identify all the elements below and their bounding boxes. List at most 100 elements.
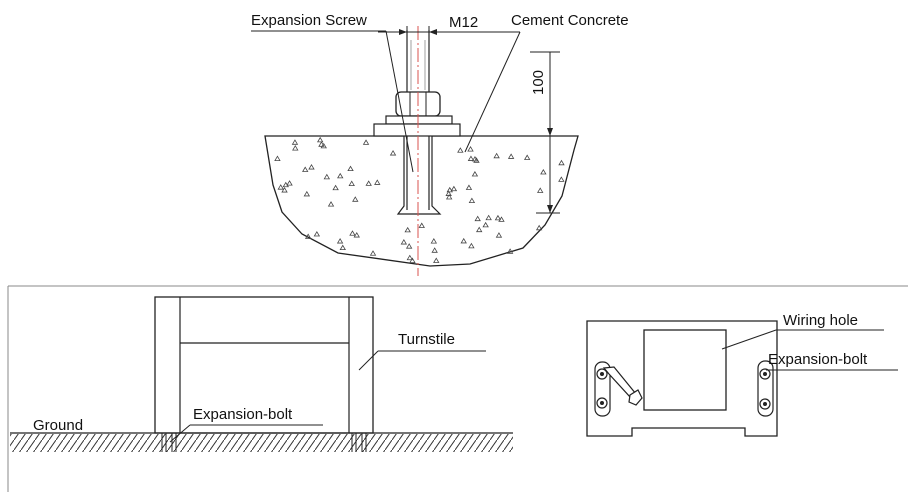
wiring-hole-label: Wiring hole [783, 312, 858, 329]
washer [385, 115, 453, 125]
depth-arrow-top [547, 128, 553, 136]
aggregate-speck [406, 254, 414, 261]
expansion-screw-label: Expansion Screw [251, 12, 367, 29]
aggregate-speck [303, 190, 311, 197]
depth-dimension-label: 100 [530, 70, 547, 95]
aggregate-speck [460, 237, 467, 244]
aggregate-speck [374, 179, 381, 185]
aggregate-speck [339, 244, 346, 251]
depth-arrow-bottom [547, 205, 553, 213]
aggregate-speck [431, 247, 438, 253]
aggregate-speck [494, 214, 502, 221]
cement-concrete-label: Cement Concrete [511, 12, 629, 29]
aggregate-speck [347, 165, 354, 172]
ground-hatch [10, 433, 513, 452]
aggregate-speck [349, 230, 356, 236]
ground-label: Ground [33, 417, 83, 434]
m12-arrow-left [399, 29, 407, 35]
aggregate-speck [277, 184, 284, 190]
aggregate-speck [409, 257, 416, 263]
wiring-hole [643, 329, 727, 411]
bolt-size-label: M12 [449, 14, 478, 31]
aggregate-speck [304, 233, 312, 239]
aggregate-speck [473, 157, 480, 163]
aggregate-speck [327, 201, 335, 207]
side-expansion-bolt-leader [169, 424, 191, 443]
aggregate-speck [482, 221, 489, 228]
aggregate-speck [316, 136, 324, 143]
aggregate-speck [433, 257, 440, 263]
aggregate-speck [558, 176, 565, 182]
aggregate-speck [535, 224, 543, 231]
aggregate-speck [446, 186, 453, 193]
aggregate-speck [474, 215, 481, 222]
aggregate-speck [308, 164, 315, 170]
expansion-screw-leader [385, 30, 414, 173]
aggregate-speck [471, 170, 479, 177]
aggregate-speck [274, 155, 281, 161]
foot-bolts [161, 433, 367, 452]
aggregate-speck [468, 197, 476, 204]
aggregate-speck [337, 172, 344, 179]
right-bolt-top-center [763, 372, 767, 376]
aggregate-speck [430, 238, 438, 244]
aggregate-speck [302, 166, 309, 172]
turnstile-outer [154, 296, 374, 434]
wrench-icon [602, 366, 643, 406]
aggregate-speck [418, 222, 425, 228]
aggregate-speck [495, 232, 503, 238]
aggregate-speck [389, 150, 397, 156]
aggregate-speck [450, 185, 458, 192]
aggregate-speck [445, 193, 453, 200]
aggregate-speck [493, 152, 500, 159]
concrete-aggregate [274, 136, 565, 263]
aggregate-speck [362, 139, 370, 145]
top-expansion-bolt-label: Expansion-bolt [768, 351, 868, 368]
aggregate-speck [467, 155, 475, 161]
aggregate-speck [400, 238, 408, 245]
aggregate-speck [286, 180, 293, 186]
anchor-detail: M12 Expansion Screw Cement Concrete 100 [251, 12, 629, 276]
aggregate-speck [320, 142, 327, 149]
aggregate-speck [313, 230, 321, 237]
turnstile-leader [358, 350, 379, 371]
aggregate-speck [537, 187, 544, 193]
aggregate-speck [523, 154, 531, 160]
wiring-hole-leader [721, 329, 777, 350]
aggregate-speck [291, 139, 299, 145]
aggregate-speck [318, 141, 325, 147]
aggregate-speck [352, 196, 359, 202]
aggregate-speck [507, 153, 515, 159]
right-bolt-bottom-center [763, 402, 767, 406]
aggregate-speck [323, 173, 331, 180]
base-plate [373, 123, 461, 137]
aggregate-speck [281, 187, 288, 193]
aggregate-speck [292, 145, 299, 151]
aggregate-speck [282, 181, 289, 188]
aggregate-speck [457, 147, 464, 153]
aggregate-speck [465, 184, 473, 190]
aggregate-speck [369, 250, 377, 256]
aggregate-speck [467, 146, 474, 152]
aggregate-speck [404, 226, 411, 233]
aggregate-speck [405, 243, 413, 249]
left-bolt-bottom-center [600, 401, 604, 405]
aggregate-speck [468, 242, 475, 249]
turnstile-side-view: Ground Expansion-bolt Turnstile [10, 296, 513, 452]
cement-concrete-leader [464, 31, 521, 153]
aggregate-speck [353, 232, 360, 238]
m12-arrow-right [429, 29, 437, 35]
aggregate-speck [475, 226, 483, 233]
aggregate-speck [348, 180, 355, 186]
aggregate-speck [336, 238, 344, 244]
side-expansion-bolt-label: Expansion-bolt [193, 406, 293, 423]
turnstile-label: Turnstile [398, 331, 455, 348]
aggregate-speck [485, 214, 492, 221]
aggregate-speck [506, 248, 514, 254]
aggregate-speck [365, 180, 372, 186]
aggregate-speck [558, 159, 565, 166]
aggregate-speck [332, 184, 339, 191]
left-bolt-top-center [600, 372, 604, 376]
